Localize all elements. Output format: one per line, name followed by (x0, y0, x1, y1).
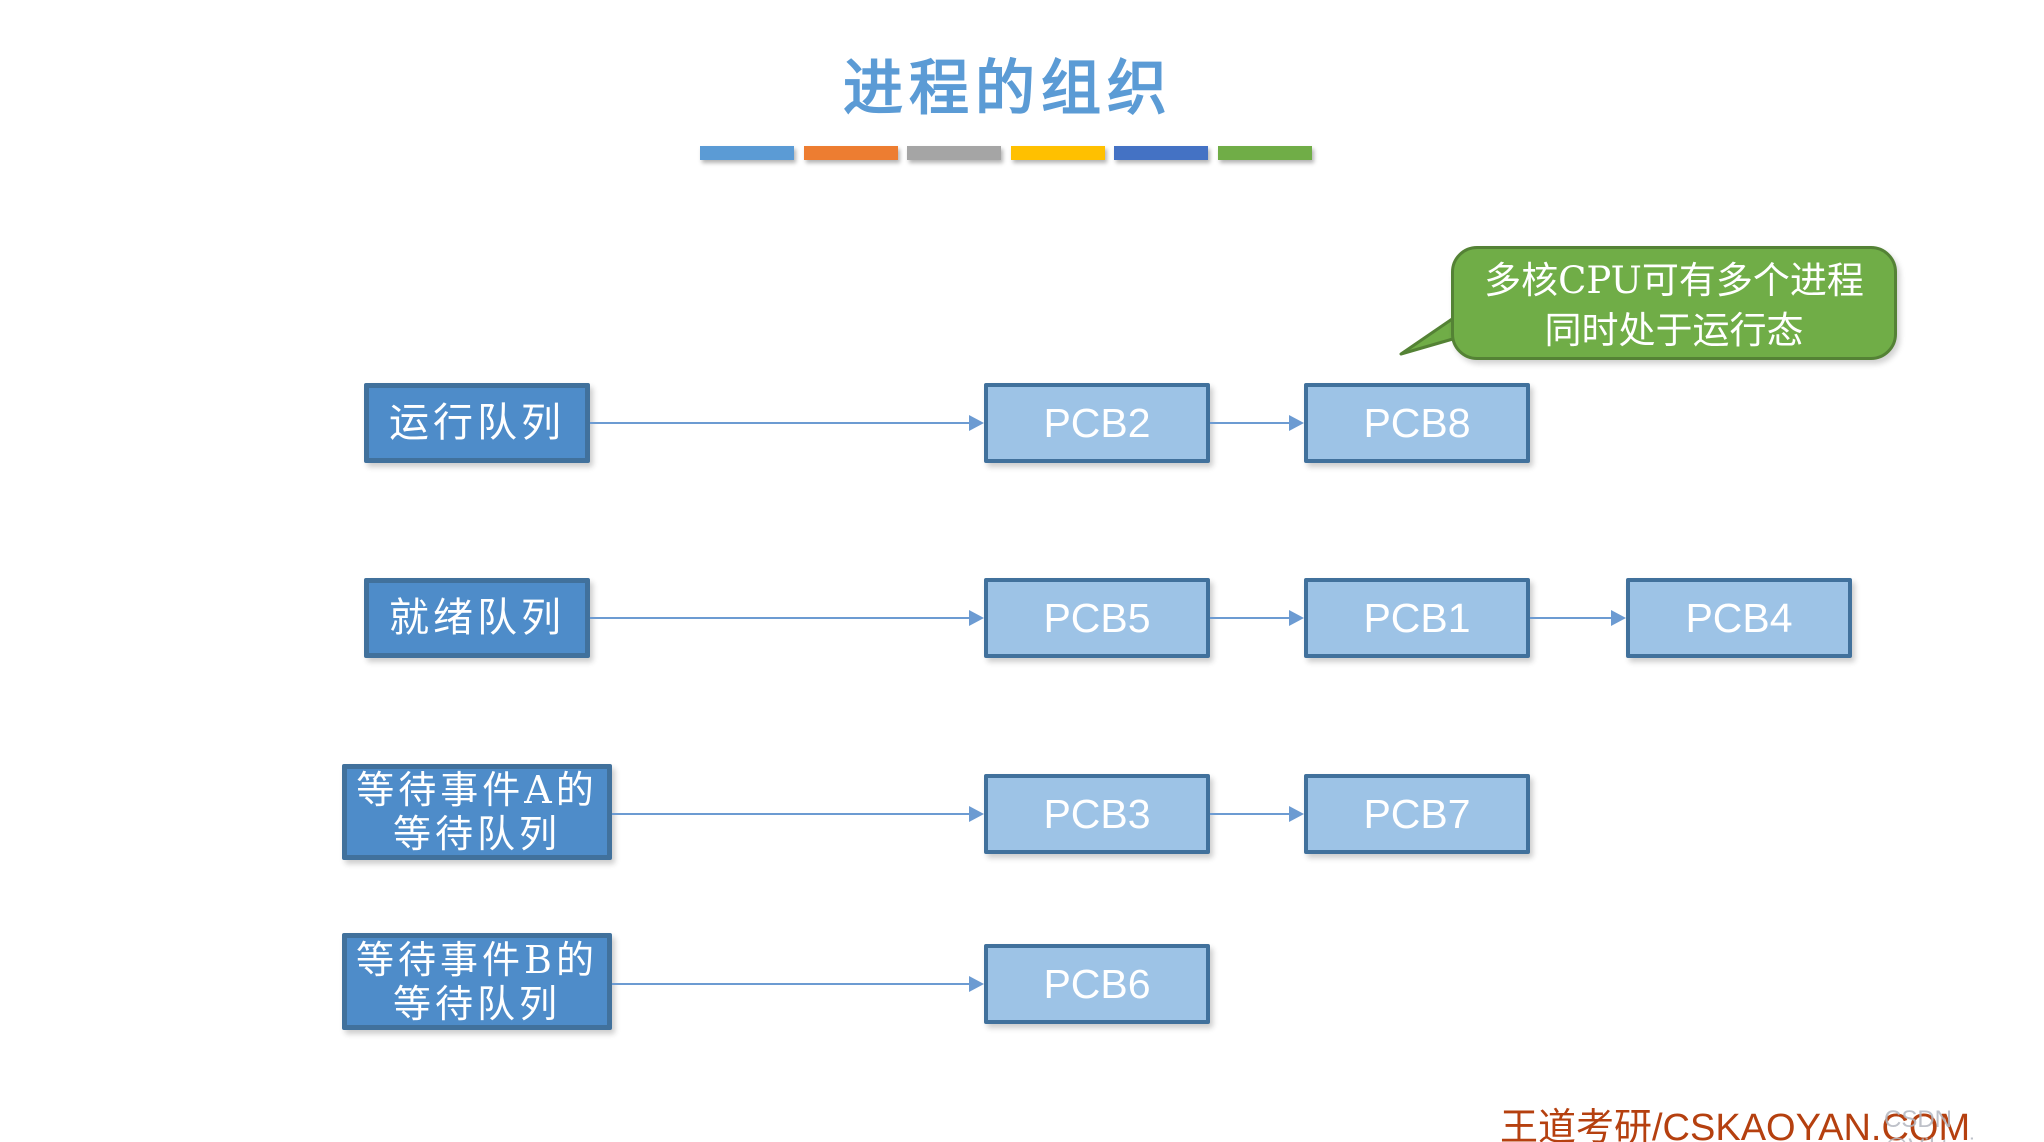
queue-label-box: 等待事件B的等待队列 (342, 933, 612, 1030)
pcb-label: PCB3 (1043, 790, 1151, 837)
arrow-line (1530, 617, 1611, 619)
callout-text-line2: 同时处于运行态 (1544, 309, 1804, 352)
arrow-line (1210, 813, 1289, 815)
queue-label-box: 运行队列 (364, 383, 590, 463)
pcb-box: PCB6 (984, 944, 1210, 1024)
bar-green (1217, 146, 1312, 160)
callout-text-line1: 多核CPU可有多个进程 (1484, 259, 1864, 302)
pcb-label: PCB2 (1043, 399, 1151, 446)
arrow-line (1210, 422, 1289, 424)
queue-label-text: 等待事件B的 (356, 937, 598, 982)
pcb-box: PCB2 (984, 383, 1210, 463)
arrow-line (590, 422, 969, 424)
pcb-label: PCB6 (1043, 960, 1151, 1007)
bar-orange (803, 146, 898, 160)
callout-bubble: 多核CPU可有多个进程 同时处于运行态 (1451, 246, 1897, 360)
arrow-head (1289, 610, 1304, 626)
queue-label-text: 等待队列 (392, 981, 561, 1026)
queue-label-text: 运行队列 (389, 400, 565, 446)
page-title: 进程的组织 (843, 54, 1173, 124)
bar-gray (907, 146, 1001, 160)
arrow-head (1289, 415, 1304, 431)
bar-darkblue (1114, 146, 1208, 160)
pcb-box: PCB7 (1304, 774, 1530, 854)
arrow-head (969, 610, 984, 626)
pcb-box: PCB8 (1304, 383, 1530, 463)
arrow-head (969, 806, 984, 822)
pcb-label: PCB8 (1363, 399, 1471, 446)
arrow-line (590, 617, 969, 619)
pcb-label: PCB4 (1685, 594, 1793, 641)
pcb-box: PCB5 (984, 578, 1210, 658)
arrow-line (612, 813, 969, 815)
queue-label-text: 就绪队列 (389, 595, 565, 641)
arrow-line (612, 983, 969, 985)
bar-blue (700, 146, 794, 160)
pcb-box: PCB3 (984, 774, 1210, 854)
queue-label-text: 等待事件A的 (356, 768, 598, 812)
queue-label-box: 就绪队列 (364, 578, 590, 658)
arrow-head (1611, 610, 1626, 626)
pcb-label: PCB7 (1363, 790, 1471, 837)
arrow-head (969, 415, 984, 431)
queue-label-box: 等待事件A的等待队列 (342, 764, 612, 860)
bar-gold (1010, 146, 1105, 160)
pcb-label: PCB1 (1363, 594, 1471, 641)
watermark: CSDN @Viktoriae (1884, 1106, 2001, 1142)
arrow-head (969, 976, 984, 992)
arrow-head (1289, 806, 1304, 822)
pcb-box: PCB1 (1304, 578, 1530, 658)
pcb-box: PCB4 (1626, 578, 1852, 658)
queue-label-text: 等待队列 (392, 812, 561, 856)
arrow-line (1210, 617, 1289, 619)
pcb-label: PCB5 (1043, 594, 1151, 641)
footer-brand: 王道考研/CSKAOYAN.COM (1500, 1107, 1971, 1142)
